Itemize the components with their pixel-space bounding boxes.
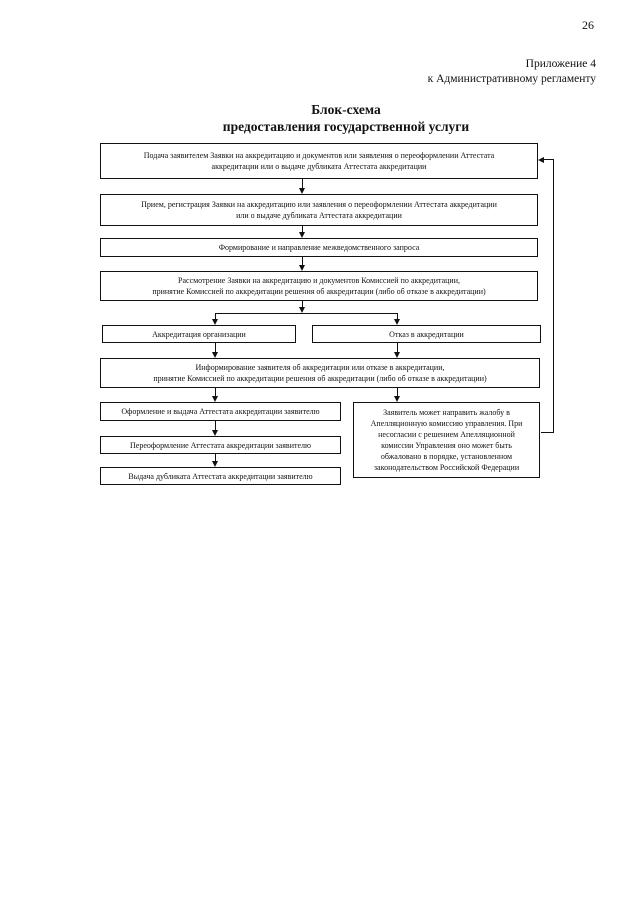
feedback-bottom-line	[541, 432, 554, 433]
text-line: Переоформление Аттестата аккредитации за…	[130, 440, 311, 450]
flow-box-issue: Оформление и выдача Аттестата аккредитац…	[100, 402, 341, 421]
arrow-down-icon	[212, 352, 218, 358]
flow-box-appeal: Заявитель может направить жалобу в Апелл…	[353, 402, 540, 478]
arrow-issue-reissue-line	[215, 421, 216, 430]
arrow-down-icon	[394, 352, 400, 358]
split-connector-line	[215, 313, 398, 314]
text-line: Рассмотрение Заявки на аккредитацию и до…	[178, 276, 460, 285]
appendix-line: Приложение 4	[525, 58, 596, 70]
arrow-review-split-line	[302, 301, 303, 307]
arrow-left-icon	[538, 157, 544, 163]
flow-box-review: Рассмотрение Заявки на аккредитацию и до…	[100, 271, 538, 301]
text-line: Оформление и выдача Аттестата аккредитац…	[121, 407, 320, 416]
arrow-split-refuse-line	[397, 313, 398, 319]
text-line: Прием, регистрация Заявки на аккредитаци…	[141, 200, 497, 209]
arrow-receive-interagency-line	[302, 226, 303, 232]
appendix-note: Приложение 4 к Административному регламе…	[428, 57, 596, 87]
arrow-down-icon	[212, 430, 218, 436]
text-line: обжаловано в порядке, установленном	[380, 452, 513, 461]
text-line: Подача заявителем Заявки на аккредитацию…	[143, 151, 495, 160]
arrow-down-icon	[212, 396, 218, 402]
text-line: Формирование и направление межведомствен…	[218, 243, 420, 252]
text-line: аккредитации или о выдаче дубликата Атте…	[211, 162, 427, 171]
arrow-down-icon	[394, 319, 400, 325]
text-line: принятие Комиссией по аккредитации решен…	[152, 287, 486, 296]
text-line: несогласии с решением Апелляционной	[378, 430, 515, 439]
arrow-down-icon	[299, 307, 305, 313]
text-line: принятие Комиссией по аккредитации решен…	[153, 374, 487, 383]
page-number: 26	[582, 18, 594, 32]
arrow-interagency-review-line	[302, 257, 303, 265]
arrow-split-accredit-line	[215, 313, 216, 319]
text-line: комиссии Управления оно может быть	[381, 441, 512, 450]
arrow-down-icon	[394, 396, 400, 402]
title-line: предоставления государственной услуги	[222, 119, 470, 134]
text-line: законодательством Российской Федерации	[373, 463, 520, 472]
arrow-down-icon	[299, 232, 305, 238]
flow-box-accredit: Аккредитация организации	[102, 325, 296, 343]
text-line: Информирование заявителя об аккредитации…	[195, 363, 445, 372]
flow-box-reissue: Переоформление Аттестата аккредитации за…	[100, 436, 341, 454]
arrow-inform-appeal-line	[397, 388, 398, 396]
flow-box-receive: Прием, регистрация Заявки на аккредитаци…	[100, 194, 538, 226]
flow-box-inform: Информирование заявителя об аккредитации…	[100, 358, 540, 388]
arrow-down-icon	[299, 265, 305, 271]
arrow-down-icon	[212, 319, 218, 325]
flow-box-refuse: Отказ в аккредитации	[312, 325, 541, 343]
arrow-submit-receive-line	[302, 179, 303, 188]
text-line: Выдача дубликата Аттестата аккредитации …	[128, 471, 313, 481]
flow-box-duplicate: Выдача дубликата Аттестата аккредитации …	[100, 467, 341, 485]
text-line: Апелляционную комиссию управления. При	[370, 419, 523, 428]
text-line: Отказ в аккредитации	[389, 329, 464, 339]
feedback-top-line	[544, 159, 554, 160]
arrow-inform-issue-line	[215, 388, 216, 396]
text-line: или о выдаче дубликата Аттестата аккреди…	[236, 211, 402, 220]
feedback-vertical-line	[553, 159, 554, 433]
arrow-accredit-inform-line	[215, 343, 216, 352]
title-line: Блок-схема	[311, 102, 381, 117]
flow-box-interagency: Формирование и направление межведомствен…	[100, 238, 538, 257]
appendix-line: к Административному регламенту	[427, 73, 596, 85]
arrow-reissue-duplicate-line	[215, 454, 216, 461]
text-line: Аккредитация организации	[152, 329, 246, 339]
arrow-down-icon	[299, 188, 305, 194]
flow-box-submit: Подача заявителем Заявки на аккредитацию…	[100, 143, 538, 179]
arrow-refuse-inform-line	[397, 343, 398, 352]
text-line: Заявитель может направить жалобу в	[383, 408, 510, 417]
arrow-down-icon	[212, 461, 218, 467]
page-title: Блок-схема предоставления государственно…	[100, 101, 592, 135]
